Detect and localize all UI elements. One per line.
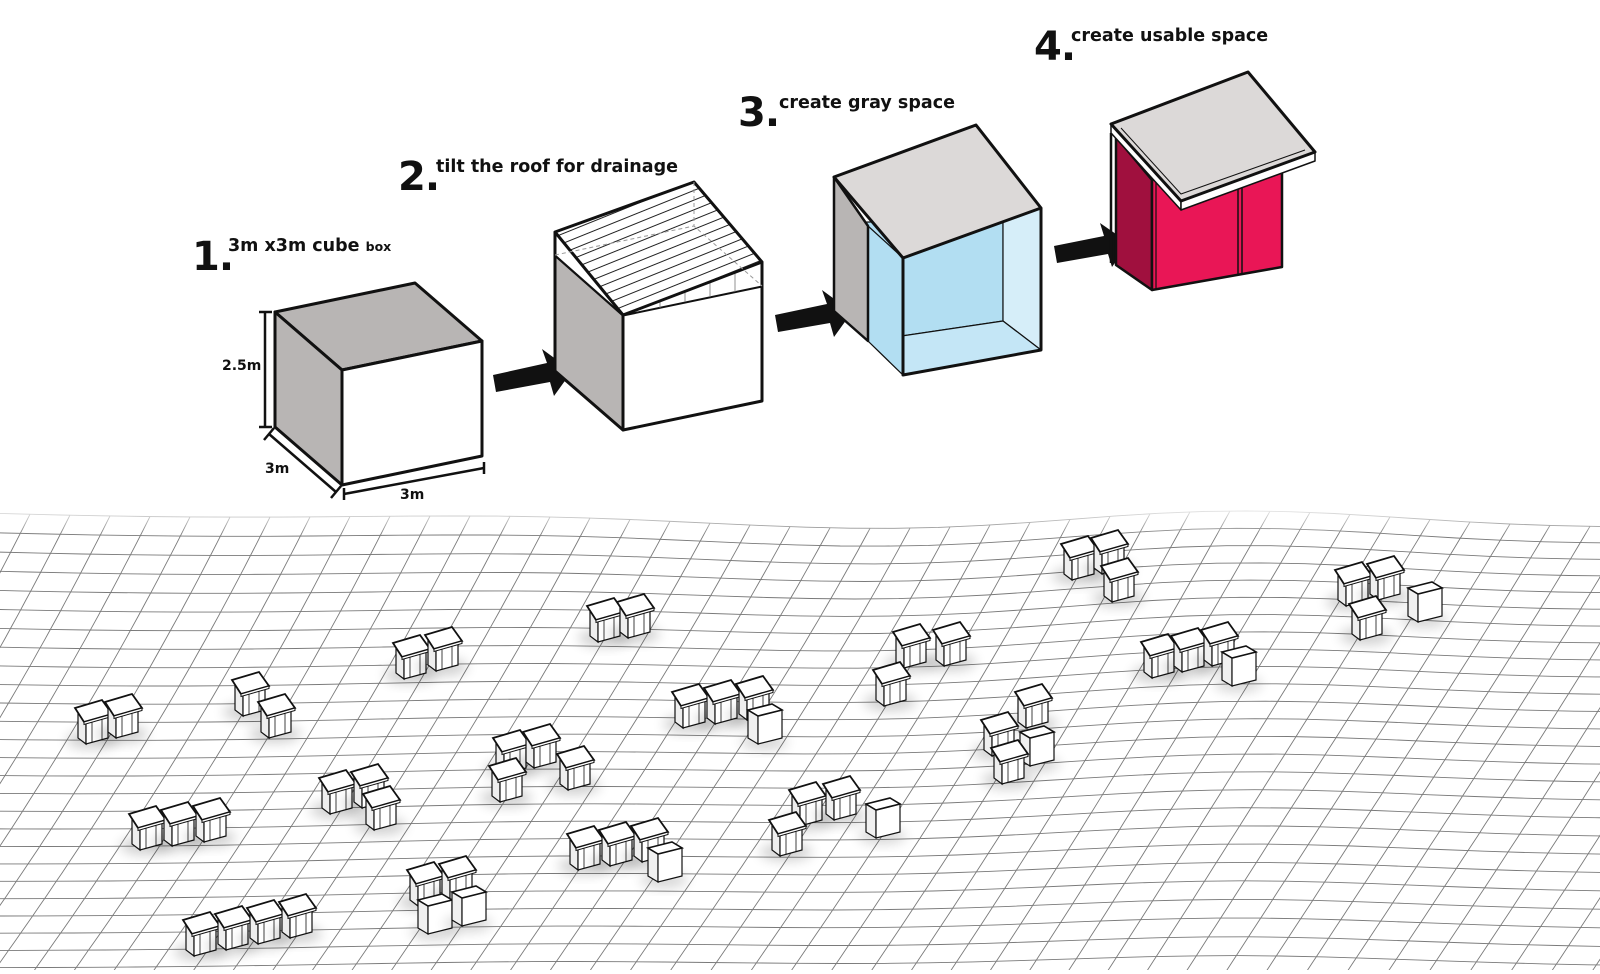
- arrow-1-to-2: [493, 349, 572, 396]
- step4-caption: create usable space: [1071, 26, 1269, 46]
- grid-line: [0, 789, 1600, 812]
- grid-line: [828, 516, 1111, 974]
- hut-cube: [444, 885, 492, 932]
- hut: [1006, 682, 1058, 733]
- hut: [608, 592, 660, 643]
- grid-line: [0, 955, 1600, 969]
- hut: [480, 756, 532, 807]
- hut: [96, 692, 148, 743]
- grid-line: [1549, 897, 1600, 974]
- grid-line: [0, 753, 1600, 777]
- hut: [416, 625, 468, 676]
- grid-line: [0, 614, 1600, 635]
- hut-cube: [1400, 581, 1448, 628]
- grid-line: [587, 528, 871, 974]
- grid-line: [0, 936, 1600, 951]
- hut: [1340, 594, 1392, 645]
- dimension-lines: [259, 310, 486, 500]
- grid-line: [0, 917, 1600, 934]
- grid-line: [0, 631, 1600, 652]
- step3-number: 3.: [738, 90, 780, 136]
- grid-line: [0, 515, 111, 719]
- grid-line: [0, 843, 1600, 865]
- grid-line: [0, 596, 1600, 617]
- step4-number: 4.: [1034, 24, 1076, 70]
- step2-tilted-roof-box: [553, 180, 764, 432]
- grid-line: [0, 880, 1600, 900]
- hut: [270, 892, 322, 943]
- hut: [663, 682, 715, 733]
- grid-line: [0, 898, 1600, 917]
- step3-caption: create gray space: [779, 93, 955, 113]
- hut: [864, 660, 916, 711]
- dimension-depth-label: 3m: [265, 461, 290, 477]
- dimension-height-label: 2.5m: [222, 358, 262, 374]
- grid-line: [0, 648, 1600, 669]
- hut: [760, 810, 812, 861]
- grid-line: [0, 861, 1600, 882]
- step3-gray-space: [832, 123, 1043, 377]
- hut: [1358, 554, 1410, 605]
- hut: [249, 692, 301, 743]
- step1-number: 1.: [192, 234, 234, 280]
- hut: [548, 744, 600, 795]
- hut: [814, 774, 866, 825]
- hut: [1092, 556, 1144, 607]
- step1-caption-main: 3m x3m cube: [228, 236, 360, 256]
- grid-line: [0, 735, 1600, 759]
- step2-number: 2.: [398, 154, 440, 200]
- grid-line: [0, 771, 1600, 795]
- step2-caption: tilt the roof for drainage: [436, 157, 678, 177]
- step1-cube: [273, 281, 484, 487]
- grid-line: [110, 515, 391, 974]
- hut-cube: [1214, 645, 1262, 692]
- grid-line: [0, 665, 1600, 687]
- grid-line: [0, 579, 1600, 600]
- grid-line: [0, 516, 271, 964]
- hut: [174, 910, 226, 961]
- grid-line: [0, 562, 1600, 582]
- hut-cube: [740, 703, 788, 750]
- hut: [590, 820, 642, 871]
- hut: [924, 620, 976, 671]
- grid-line: [0, 514, 71, 649]
- hut: [982, 738, 1034, 789]
- grid-line: [1467, 771, 1600, 974]
- step4-usable-space: [1109, 70, 1317, 292]
- hut-cube: [640, 841, 688, 888]
- grid-line: [0, 527, 1600, 547]
- grid-fade: [0, 505, 1600, 535]
- hut: [578, 596, 630, 647]
- hut-cube: [858, 797, 906, 844]
- grid-line: [1508, 834, 1600, 974]
- roof-slab-top: [1109, 70, 1317, 203]
- hut-clusters: [66, 528, 1448, 961]
- grid-line: [1589, 958, 1600, 974]
- step1-caption-small: box: [365, 239, 392, 254]
- dimension-width-label: 3m: [400, 487, 425, 503]
- cube-front-face: [340, 339, 484, 487]
- terrain-grid: [0, 505, 1600, 974]
- hut: [184, 796, 236, 847]
- grid-line: [348, 519, 631, 974]
- grid-line: [0, 545, 1600, 565]
- side-gray-wall: [832, 175, 870, 343]
- hut: [514, 722, 566, 773]
- arrow-icon: [493, 349, 572, 396]
- grid-line: [667, 526, 951, 974]
- hut: [354, 784, 406, 835]
- step1-caption: 3m x3m cube box: [228, 236, 391, 257]
